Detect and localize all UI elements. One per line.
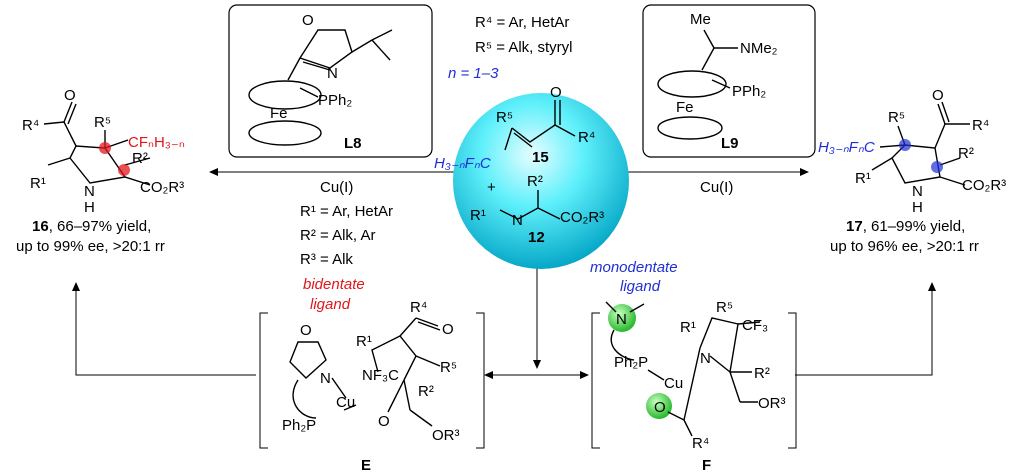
svg-text:CO₂R³: CO₂R³ <box>560 209 604 226</box>
svg-text:PPh₂: PPh₂ <box>318 92 352 109</box>
svg-text:O: O <box>654 399 666 416</box>
svg-text:Me: Me <box>690 11 711 28</box>
svg-text:Cu: Cu <box>664 375 683 392</box>
svg-text:Ph₂P: Ph₂P <box>614 354 648 371</box>
ligand-l8-structure: O N PPh₂ Fe L8 <box>248 12 393 152</box>
svg-text:CO₂R³: CO₂R³ <box>962 177 1006 194</box>
substrate-15: O R⁵ R⁴ H₃₋ₙFₙC 15 <box>434 84 595 172</box>
r3-condition: R³ = Alk <box>300 251 353 268</box>
svg-text:R²: R² <box>754 365 770 382</box>
svg-text:R⁵: R⁵ <box>94 114 111 131</box>
svg-text:up to 96% ee, >20:1 rr: up to 96% ee, >20:1 rr <box>830 238 979 255</box>
catalyst-right: Cu(I) <box>700 179 733 196</box>
bidentate-ligand-label: ligand <box>310 296 351 313</box>
svg-text:N: N <box>327 65 338 82</box>
ligand-l9-box <box>642 4 816 158</box>
svg-text:Fe: Fe <box>676 99 694 116</box>
svg-text:R¹: R¹ <box>30 175 46 192</box>
svg-text:16, 66–97% yield,: 16, 66–97% yield, <box>32 218 151 235</box>
svg-text:CFₙH₃₋ₙ: CFₙH₃₋ₙ <box>128 134 185 151</box>
ligand-l9-label: L9 <box>721 135 739 152</box>
svg-text:R⁵: R⁵ <box>716 299 733 316</box>
arrow-f-to-17 <box>795 282 936 376</box>
svg-text:Fe: Fe <box>270 105 288 122</box>
svg-text:CF₃: CF₃ <box>742 317 768 334</box>
intermediate-f: N Ph₂P Cu R⁵ CF₃ R¹ N R² O OR³ R⁴ F <box>591 299 797 474</box>
product-17: O R⁴ R⁵ H₃₋ₙFₙC R² R¹ N H CO₂R³ 17, 61–9… <box>818 87 1006 255</box>
svg-text:O: O <box>64 87 76 104</box>
svg-text:Cu: Cu <box>336 394 355 411</box>
substrate-12: R² R¹ N CO₂R³ 12 <box>470 173 604 246</box>
svg-text:O: O <box>550 84 562 101</box>
svg-text:NMe₂: NMe₂ <box>740 40 778 57</box>
svg-text:OR³: OR³ <box>758 395 786 412</box>
svg-text:R⁴: R⁴ <box>972 117 989 134</box>
bidentate-label: bidentate <box>303 276 365 293</box>
svg-text:R²: R² <box>418 383 434 400</box>
svg-text:NF₃C: NF₃C <box>362 367 399 384</box>
svg-text:R²: R² <box>958 145 974 162</box>
svg-text:H₃₋ₙFₙC: H₃₋ₙFₙC <box>434 155 491 172</box>
plus-sign: + <box>487 179 496 196</box>
svg-text:R¹: R¹ <box>470 207 486 224</box>
svg-text:H₃₋ₙFₙC: H₃₋ₙFₙC <box>818 139 875 156</box>
svg-text:O: O <box>300 322 312 339</box>
svg-text:N: N <box>512 212 523 229</box>
svg-text:O: O <box>932 87 944 104</box>
svg-text:PPh₂: PPh₂ <box>732 83 766 100</box>
svg-text:R⁵: R⁵ <box>888 109 905 126</box>
svg-text:up to 99% ee, >20:1 rr: up to 99% ee, >20:1 rr <box>16 238 165 255</box>
svg-text:OR³: OR³ <box>432 427 460 444</box>
product-16: O R⁴ R⁵ CFₙH₃₋ₙ R² R¹ N H CO₂R³ 16, 66–9… <box>16 87 185 255</box>
svg-text:O: O <box>442 321 454 338</box>
svg-text:R⁴: R⁴ <box>578 129 595 146</box>
svg-text:R⁵: R⁵ <box>440 359 457 376</box>
monodentate-label: monodentate <box>590 259 678 276</box>
catalyst-left: Cu(I) <box>320 179 353 196</box>
svg-text:R⁴: R⁴ <box>692 435 709 452</box>
ligand-l8-label: L8 <box>344 135 362 152</box>
svg-text:R⁴: R⁴ <box>22 117 39 134</box>
intermediate-f-label: F <box>702 457 711 474</box>
n-range: n = 1–3 <box>448 65 499 82</box>
svg-text:N: N <box>912 183 923 200</box>
r1-condition: R¹ = Ar, HetAr <box>300 203 393 220</box>
r2-condition: R² = Alk, Ar <box>300 227 375 244</box>
svg-text:N: N <box>616 311 627 328</box>
svg-text:Ph₂P: Ph₂P <box>282 417 316 434</box>
svg-text:H: H <box>912 199 923 216</box>
svg-text:CO₂R³: CO₂R³ <box>140 179 184 196</box>
svg-text:R¹: R¹ <box>680 319 696 336</box>
svg-text:R¹: R¹ <box>356 333 372 350</box>
svg-text:R¹: R¹ <box>855 170 871 187</box>
arrow-e-to-16 <box>72 282 256 376</box>
svg-text:N: N <box>320 370 331 387</box>
r4-condition: R⁴ = Ar, HetAr <box>475 14 569 31</box>
intermediate-e-label: E <box>361 457 371 474</box>
intermediate-e: O N Cu Ph₂P R¹ NF₃C R⁵ R² R⁴ O O OR³ E <box>259 299 485 474</box>
svg-text:17, 61–99% yield,: 17, 61–99% yield, <box>846 218 965 235</box>
ligand-l8-box <box>228 4 433 158</box>
ligand-l9-structure: Me NMe₂ PPh₂ Fe L9 <box>657 11 778 152</box>
svg-text:N: N <box>700 350 711 367</box>
svg-text:15: 15 <box>532 149 549 166</box>
svg-text:R²: R² <box>132 150 148 167</box>
svg-text:R²: R² <box>527 173 543 190</box>
svg-text:O: O <box>378 413 390 430</box>
svg-text:R⁵: R⁵ <box>496 109 513 126</box>
svg-text:12: 12 <box>528 229 545 246</box>
center-sphere <box>453 93 629 269</box>
r5-condition: R⁵ = Alk, styryl <box>475 39 573 56</box>
svg-text:H: H <box>84 199 95 216</box>
monodentate-ligand-label: ligand <box>620 278 661 295</box>
svg-text:R⁴: R⁴ <box>410 299 427 316</box>
svg-text:N: N <box>84 183 95 200</box>
svg-text:O: O <box>302 12 314 29</box>
